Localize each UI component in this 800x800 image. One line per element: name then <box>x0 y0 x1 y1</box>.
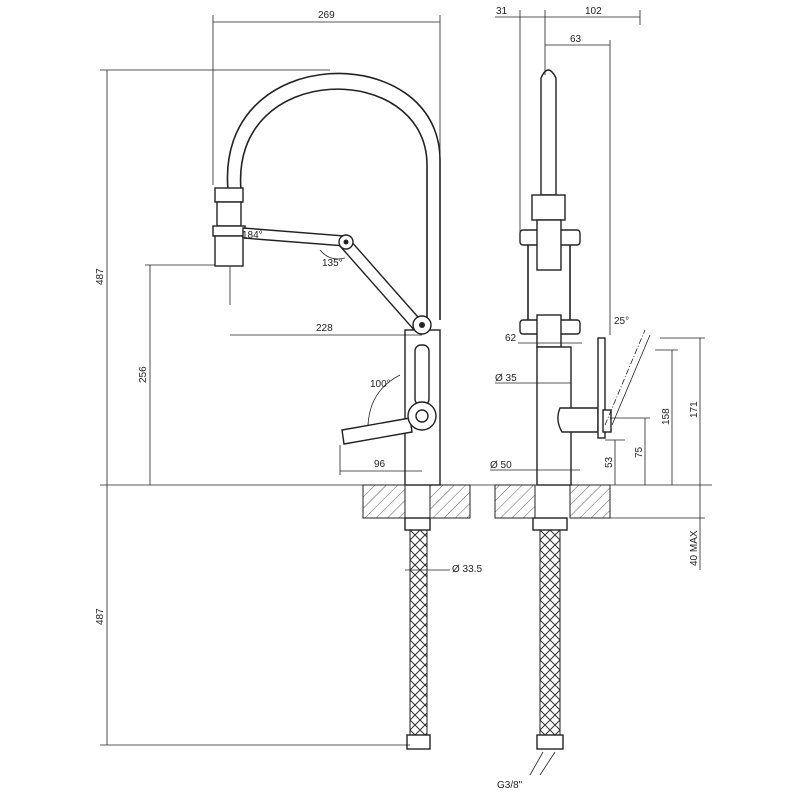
counter-max: 40 MAX <box>689 530 700 566</box>
hose-diameter: Ø 33.5 <box>452 564 482 575</box>
diameter-50: Ø 50 <box>490 460 512 471</box>
supply-hoses <box>539 529 561 736</box>
counter-section-left <box>362 484 406 519</box>
hose-fittings <box>536 734 564 750</box>
spout-side <box>540 69 557 196</box>
supply-hose <box>409 529 428 736</box>
spray-collar <box>216 201 242 227</box>
dim-228: 228 <box>316 323 333 334</box>
angle-135: 135° <box>322 258 343 269</box>
dim-62: 62 <box>505 333 517 344</box>
lever-handle[interactable] <box>341 417 413 445</box>
dim-75: 75 <box>634 446 645 458</box>
side-view: G3/8" 31 102 63 62 Ø 35 Ø 50 25° 53 75 1… <box>490 6 705 791</box>
dim-256: 256 <box>138 366 149 383</box>
counter-section-left <box>494 484 536 519</box>
dim-158: 158 <box>661 408 672 425</box>
dim-102: 102 <box>585 6 602 17</box>
spray-head <box>214 235 244 267</box>
spray-head-side <box>536 219 562 271</box>
dim-96: 96 <box>374 459 386 470</box>
body-nut-side <box>536 314 562 348</box>
spout-outer <box>226 72 441 320</box>
spout-inner <box>239 88 428 320</box>
angle-184: 184° <box>242 230 263 241</box>
front-view: 269 487 256 228 96 135° 184° 100° Ø 33.5… <box>95 10 482 750</box>
angle-25: 25° <box>614 316 629 327</box>
dim-53: 53 <box>604 456 615 468</box>
dim-487-top: 487 <box>95 268 106 285</box>
thread-label: G3/8" <box>497 780 523 791</box>
dim-171: 171 <box>689 401 700 418</box>
hose-fitting <box>406 734 431 750</box>
dim-31: 31 <box>496 6 508 17</box>
counter-section-right <box>429 484 471 519</box>
support-arm-lower <box>338 239 427 332</box>
angle-100: 100° <box>370 379 391 390</box>
lever-slot <box>414 344 430 406</box>
mount-nut <box>404 517 431 531</box>
spray-nut <box>214 187 244 203</box>
spray-ring <box>212 225 246 237</box>
dim-63: 63 <box>570 34 582 45</box>
spray-nut-side <box>531 194 566 221</box>
lever-knob-side[interactable] <box>557 407 599 433</box>
counter-section-right <box>569 484 611 519</box>
dim-487-bottom: 487 <box>95 608 106 625</box>
mount-nut-side <box>532 517 568 531</box>
dim-269: 269 <box>318 10 335 21</box>
lever-handle-side[interactable] <box>597 337 606 439</box>
diameter-35: Ø 35 <box>495 373 517 384</box>
